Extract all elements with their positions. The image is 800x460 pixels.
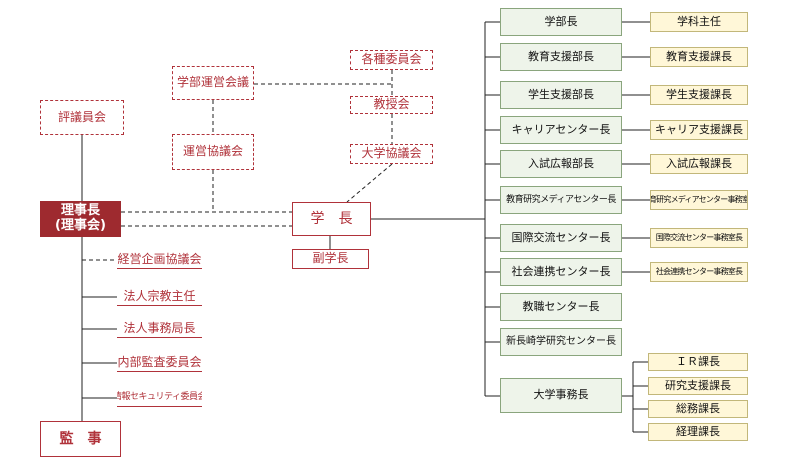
dept-head: 教育支援部長 xyxy=(500,43,622,71)
dept-head: 新長崎学研究センター長 xyxy=(500,328,622,356)
dept-head: 国際交流センター長 xyxy=(500,224,622,252)
dept-head: 社会連携センター長 xyxy=(500,258,622,286)
keiei-label: 経営企画協議会 xyxy=(117,251,202,269)
section-head: 総務課長 xyxy=(648,400,748,418)
section-head: キャリア支援課長 xyxy=(650,120,748,140)
section-head: 入試広報課長 xyxy=(650,154,748,174)
section-head: ＩＲ課長 xyxy=(648,353,748,371)
section-head: 研究支援課長 xyxy=(648,377,748,395)
jimukyoku-label: 法人事務局長 xyxy=(117,320,202,338)
dept-head: 教職センター長 xyxy=(500,293,622,321)
kakushu-box: 各種委員会 xyxy=(350,50,433,70)
daigaku-kyogi-box: 大学協議会 xyxy=(350,144,433,164)
rijicho-box: 理事長 (理事会) xyxy=(40,201,121,237)
section-head: 社会連携センター事務室長 xyxy=(650,262,748,282)
dept-head: 学部長 xyxy=(500,8,622,36)
dept-head: 教育研究メディアセンター長 xyxy=(500,186,622,214)
dept-head: 学生支援部長 xyxy=(500,81,622,109)
section-head: 教育研究メディアセンター事務室長 xyxy=(650,190,748,210)
dept-head: 大学事務長 xyxy=(500,378,622,413)
shukyo-label: 法人宗教主任 xyxy=(117,288,202,306)
gakucho-box: 学 長 xyxy=(292,202,371,236)
kyojukai-box: 教授会 xyxy=(350,96,433,114)
dept-head: 入試広報部長 xyxy=(500,150,622,178)
section-head: 国際交流センター事務室長 xyxy=(650,228,748,248)
section-head: 学科主任 xyxy=(650,12,748,32)
gakubu-unei-box: 学部運営会議 xyxy=(172,66,254,100)
kansa-box: 監 事 xyxy=(40,421,121,457)
joho-label: 情報セキュリティ委員会 xyxy=(117,389,202,407)
dept-head: キャリアセンター長 xyxy=(500,116,622,144)
hyogiinkai-box: 評議員会 xyxy=(40,100,124,135)
section-head: 経理課長 xyxy=(648,423,748,441)
fuku-box: 副学長 xyxy=(292,249,369,269)
section-head: 学生支援課長 xyxy=(650,85,748,105)
section-head: 教育支援課長 xyxy=(650,47,748,67)
unei-kyogi-box: 運営協議会 xyxy=(172,134,254,170)
naibu-label: 内部監査委員会 xyxy=(117,354,202,372)
